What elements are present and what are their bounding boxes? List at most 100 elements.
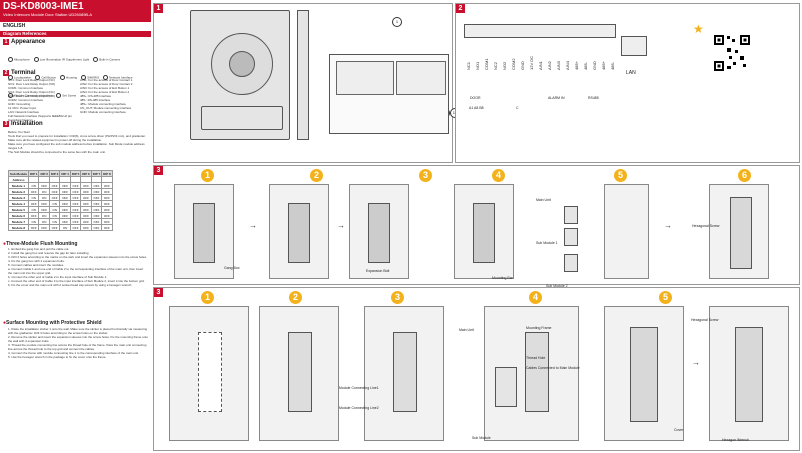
wall-1 — [169, 306, 249, 441]
install-line: Make sure all the related equipment is p… — [8, 138, 102, 142]
legend-label: Loudspeaker — [14, 75, 32, 79]
flush-step: b. Connect the other end of Cable 2 to t… — [8, 275, 108, 279]
label-thread-hole: Thread Hole — [526, 356, 546, 360]
brand-logo: HIKVISION — [104, 3, 145, 12]
legend-dot-icon — [35, 74, 41, 80]
legend-dot-icon — [8, 56, 13, 62]
callout-number: 1 — [392, 17, 402, 27]
camera-lens — [229, 51, 255, 77]
model-title: DS-KD8003-IME1 — [3, 1, 84, 12]
group-door: DOOR — [470, 96, 481, 100]
terminal-item: AIN3: For the access of Exit Button 1 — [80, 86, 130, 90]
surface-step: 1. Paste the installation sticker 1 onto… — [8, 327, 148, 335]
legend-label: Network Interface — [109, 75, 133, 79]
step-4: 4 — [492, 169, 505, 182]
sub-module — [495, 367, 517, 407]
legend-label: Housing — [66, 75, 78, 79]
label-mounting-frame: Mounting Frame — [526, 326, 552, 330]
flush-step: 1. Embed the gang box and pull the cable… — [8, 247, 70, 251]
wall-3 — [349, 184, 409, 279]
label-sub-module-1: Sub Module 1 — [536, 241, 558, 245]
wall-2 — [269, 184, 329, 279]
surface-steps: 1. Paste the installation sticker 1 onto… — [8, 327, 148, 359]
terminal-label: 485- — [610, 61, 615, 70]
door-station-rear — [329, 54, 449, 134]
lan-port — [621, 36, 647, 56]
legend-dot-icon — [33, 56, 39, 62]
wall-4 — [454, 184, 514, 279]
terminal-item: 12 VDC: Power Input — [8, 106, 37, 110]
legend-dot-icon — [8, 92, 13, 98]
panel-number: 3 — [154, 166, 163, 175]
step-3: 3 — [391, 291, 404, 304]
terminal-label: NC2 — [493, 61, 498, 70]
legend-dot-icon — [93, 56, 99, 62]
terminal-label: 12V DC — [529, 55, 534, 70]
legend-item: SIM/IRIS — [81, 74, 99, 80]
install-line: Make sure you have configured the sub mo… — [8, 142, 145, 150]
terminal-block — [336, 61, 394, 95]
step-2: 2 — [289, 291, 302, 304]
gang-box — [368, 203, 390, 263]
terminal-item: AIN4: For the access of Exit Button 2 — [80, 90, 130, 94]
flush-mount-title: ●Three-Module Flush Mounting — [3, 241, 78, 247]
terminal-label: COM2 — [511, 58, 516, 70]
terminal-item: 485-: RS-485 Interface — [80, 98, 111, 102]
language-label: ENGLISH — [3, 23, 26, 29]
flush-step: 5. Connect cables and insert the modules… — [8, 263, 65, 267]
call-button — [201, 106, 283, 130]
flush-step: 6. Fix the cover and the main unit with … — [8, 283, 133, 287]
label-hexagon-wrench: Hexagon Wrench — [722, 438, 749, 442]
step-3: 3 — [419, 169, 432, 182]
terminal-item: NC2: Door Lock Relay Output (NC) — [8, 90, 55, 94]
legend-label: Call Button — [41, 75, 57, 79]
gang-box — [288, 203, 310, 263]
table-cell: OFF — [80, 224, 92, 231]
wall-4 — [484, 306, 579, 441]
terminal-label: COM1 — [484, 58, 489, 70]
terminal-label: AIN2 — [547, 61, 552, 70]
terminal-item: Full Network Interface (Supports IEEE802… — [8, 114, 72, 122]
terminal-item: NO2: Door Lock Relay Output (NO) — [8, 94, 56, 98]
panel-appearance-diagram: 1 1234567891011 — [153, 3, 470, 163]
table-cell: OFF — [48, 224, 61, 231]
terminal-item: 485+: Module connecting interface — [80, 102, 126, 106]
terminal-label: NO1 — [475, 61, 480, 70]
legend-item: Network Interface — [103, 74, 133, 80]
qr-code — [713, 34, 751, 72]
label-cover: Cover — [674, 428, 684, 432]
label-mounting-bar: Mounting Bar — [492, 276, 513, 280]
terminal-strip — [464, 24, 616, 38]
legend-dot-icon — [60, 74, 66, 80]
flush-steps: 1. Embed the gang box and pull the cable… — [8, 247, 148, 287]
arrow-icon: → — [664, 221, 672, 230]
table-cell: ON — [59, 224, 71, 231]
panel-surface-mounting: 3 1 2 3 4 5 Module Connecting Line1 Modu… — [153, 287, 800, 451]
gang-box — [473, 203, 495, 263]
surface-step: 4. Connect the frame with module connect… — [8, 351, 139, 355]
terminal-label: NC1 — [466, 61, 471, 70]
terminal-item: COM1: Common Interface — [8, 86, 44, 90]
door-station-side — [297, 10, 309, 140]
arrow-icon: → — [692, 358, 700, 367]
step-5: 5 — [659, 291, 672, 304]
step-5: 5 — [614, 169, 627, 182]
label-hexagonal-screw: Hexagonal Screw — [692, 224, 720, 228]
step-4: 4 — [529, 291, 542, 304]
step-1: 1 — [201, 169, 214, 182]
legend-item: Built-in Camera — [93, 56, 120, 62]
legend-dot-icon — [81, 74, 87, 80]
mounting-frame — [525, 332, 549, 412]
mounting-frame — [393, 332, 417, 412]
terminal-label: 485- — [583, 61, 588, 70]
star-icon: ★ — [693, 22, 704, 36]
group-rs485: RS485 — [588, 96, 599, 100]
flush-step: 3. Drill 4 holes according to the marks … — [8, 255, 147, 259]
terminal-item: LAN: Network Interface — [8, 110, 40, 114]
arrow-icon: → — [249, 221, 257, 230]
step-1: 1 — [201, 291, 214, 304]
